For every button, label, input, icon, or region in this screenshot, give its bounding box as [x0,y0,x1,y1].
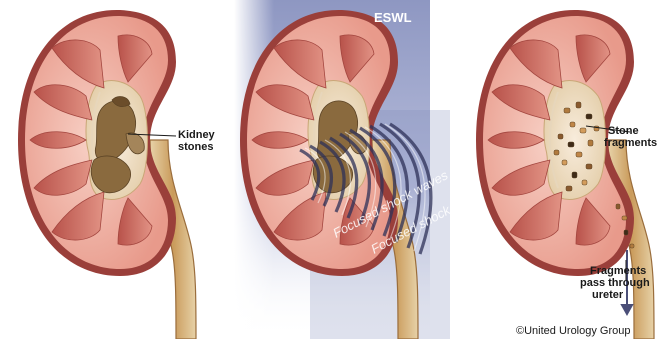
kidney-stones-label-line-1: Kidney [178,129,216,141]
fragments-pass-label-line-3: ureter [592,289,624,301]
kidney-panel-3 [476,10,654,339]
eswl-title: ESWL [374,10,412,25]
kidney-panel-1 [18,10,196,339]
stone-fragments-label: Stone fragments [604,125,657,149]
stone-fragments-label-line-2: fragments [604,137,657,149]
fragments-pass-label-line-1: Fragments [590,265,646,277]
stone-fragments-label-line-1: Stone [608,125,639,137]
copyright: ©United Urology Group [516,325,631,337]
kidney-stones-label: Kidney stones [178,129,218,153]
kidney-stones-label-line-2: stones [178,141,213,153]
fragments-pass-label-line-2: pass through [580,277,650,289]
